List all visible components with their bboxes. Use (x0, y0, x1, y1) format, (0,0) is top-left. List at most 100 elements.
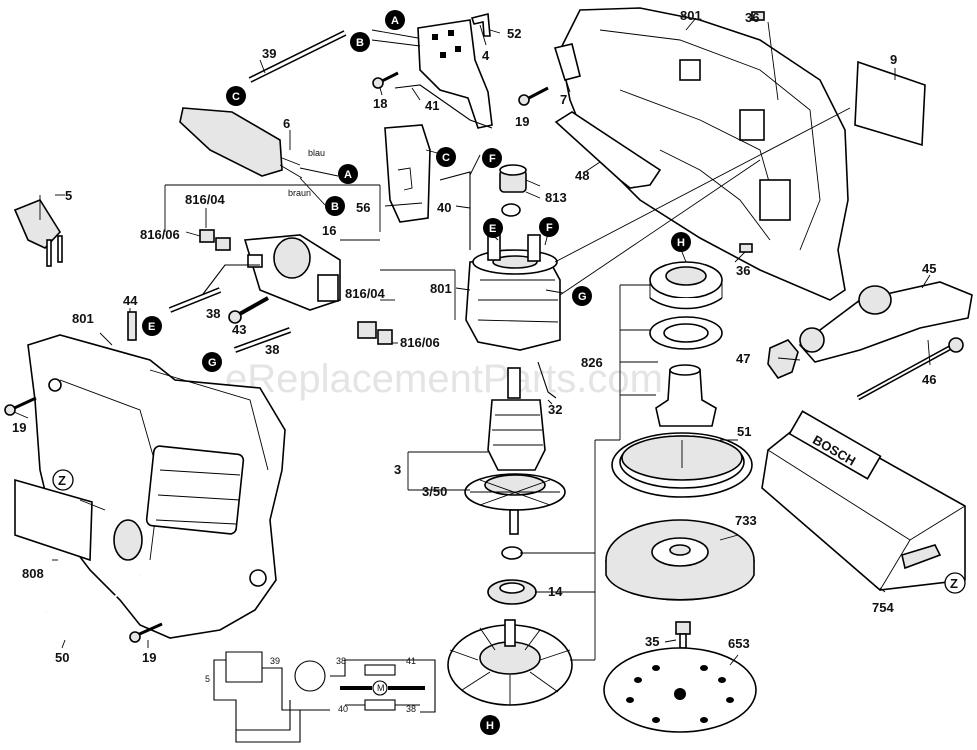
part-36-lower: 36 (736, 263, 750, 278)
label-9 (854, 60, 926, 147)
schematic-38-top: 38 (336, 656, 346, 666)
connector-816-06-top (199, 229, 215, 243)
cover-56-mark (397, 167, 413, 191)
side-handle (798, 281, 973, 363)
part-733: 733 (735, 513, 757, 528)
callout-a-top: A (385, 10, 405, 30)
svg-text:B: B (331, 201, 339, 213)
part-19-left: 19 (12, 420, 26, 435)
screw-36-top (751, 11, 765, 21)
bracket-7 (553, 43, 581, 81)
svg-text:C: C (442, 152, 450, 164)
schematic-40: 40 (338, 704, 348, 714)
screw-19-bottom (129, 622, 163, 643)
callout-f-mid: F (539, 217, 559, 237)
wire-40 (439, 171, 471, 250)
eccentric-826 (655, 364, 717, 427)
wire-38-upper (199, 264, 260, 299)
callout-z-right: Z (944, 572, 966, 594)
part-50: 50 (55, 650, 69, 665)
callout-f-top: F (482, 148, 502, 168)
wire-label-blue: blau (308, 148, 325, 158)
bearing-14 (487, 546, 537, 605)
leader-lines (13, 17, 931, 666)
sanding-disc-653 (603, 647, 757, 733)
wire-39 (248, 30, 347, 83)
callout-b-mid: B (325, 196, 345, 216)
insert-48 (554, 111, 662, 189)
speed-control-16 (243, 234, 341, 311)
bearing-813 (499, 164, 527, 217)
dust-bag-754: BOSCH (761, 410, 966, 591)
field-stator (465, 231, 561, 351)
svg-text:B: B (356, 37, 364, 49)
part-39: 39 (262, 46, 276, 61)
schematic-41: 41 (406, 656, 416, 666)
svg-text:G: G (208, 357, 217, 369)
part-32: 32 (548, 402, 562, 417)
wire-label-brown: braun (288, 188, 311, 198)
callout-c-mid: C (436, 147, 456, 167)
svg-text:G: G (578, 291, 587, 303)
fan (447, 619, 573, 706)
part-7: 7 (560, 92, 567, 107)
svg-text:F: F (546, 222, 553, 234)
part-40: 40 (437, 200, 451, 215)
part-653: 653 (728, 636, 750, 651)
screw-19-left (4, 396, 37, 416)
part-41: 41 (425, 98, 439, 113)
part-813: 813 (545, 190, 567, 205)
callout-e-left: E (142, 316, 162, 336)
part-19-top: 19 (515, 114, 529, 129)
callout-markers: A B C C F A B E F G E G H H Z Z (52, 10, 966, 735)
part-5: 5 (65, 188, 72, 203)
svg-text:H: H (486, 720, 494, 732)
part-816-04-lower: 816/04 (345, 286, 386, 301)
wiring-schematic: 39 38 41 40 38 M 5 (205, 651, 436, 743)
connector-816-04-lower (377, 329, 393, 345)
knob-47 (767, 339, 799, 379)
watermark: eReplacementParts.com (225, 357, 663, 401)
part-754: 754 (872, 600, 894, 615)
connector-816-06-lower (357, 321, 377, 339)
part-44: 44 (123, 293, 138, 308)
callout-h-bottom: H (480, 715, 500, 735)
switch (417, 12, 493, 129)
part-801-top: 801 (680, 8, 702, 23)
label-808 (14, 478, 93, 562)
brush-44 (127, 311, 137, 341)
svg-text:C: C (232, 91, 240, 103)
part-14: 14 (548, 584, 563, 599)
part-4: 4 (482, 48, 490, 63)
part-number-labels: 39 52 4 18 41 5 6 56 40 813 816/04 816/0… (12, 8, 936, 665)
svg-text:A: A (344, 169, 352, 181)
part-46: 46 (922, 372, 936, 387)
part-808: 808 (22, 566, 44, 581)
part-45: 45 (922, 261, 936, 276)
part-38-upper: 38 (206, 306, 220, 321)
callout-z-left: Z (52, 469, 74, 491)
screw-18 (372, 71, 399, 89)
power-cord (13, 96, 303, 267)
part-3-50: 3/50 (422, 484, 447, 499)
part-18: 18 (373, 96, 387, 111)
svg-text:H: H (677, 237, 685, 249)
svg-text:A: A (391, 15, 399, 27)
part-826: 826 (581, 355, 603, 370)
washer-826 (649, 316, 723, 350)
part-43: 43 (232, 322, 246, 337)
part-801-center: 801 (430, 281, 452, 296)
wire-32 (537, 361, 557, 399)
part-816-06-lower: 816/06 (400, 335, 440, 350)
callout-e-mid: E (483, 218, 503, 238)
wire-41 (394, 84, 493, 129)
svg-text:F: F (489, 153, 496, 165)
connector-816-04-top (215, 237, 231, 251)
screw-36-lower (739, 243, 753, 253)
part-816-04-top: 816/04 (185, 192, 226, 207)
callout-c-top: C (226, 86, 246, 106)
screw-43 (228, 296, 269, 324)
svg-text:Z: Z (950, 576, 958, 591)
armature-3 (464, 367, 566, 535)
part-9: 9 (890, 52, 897, 67)
